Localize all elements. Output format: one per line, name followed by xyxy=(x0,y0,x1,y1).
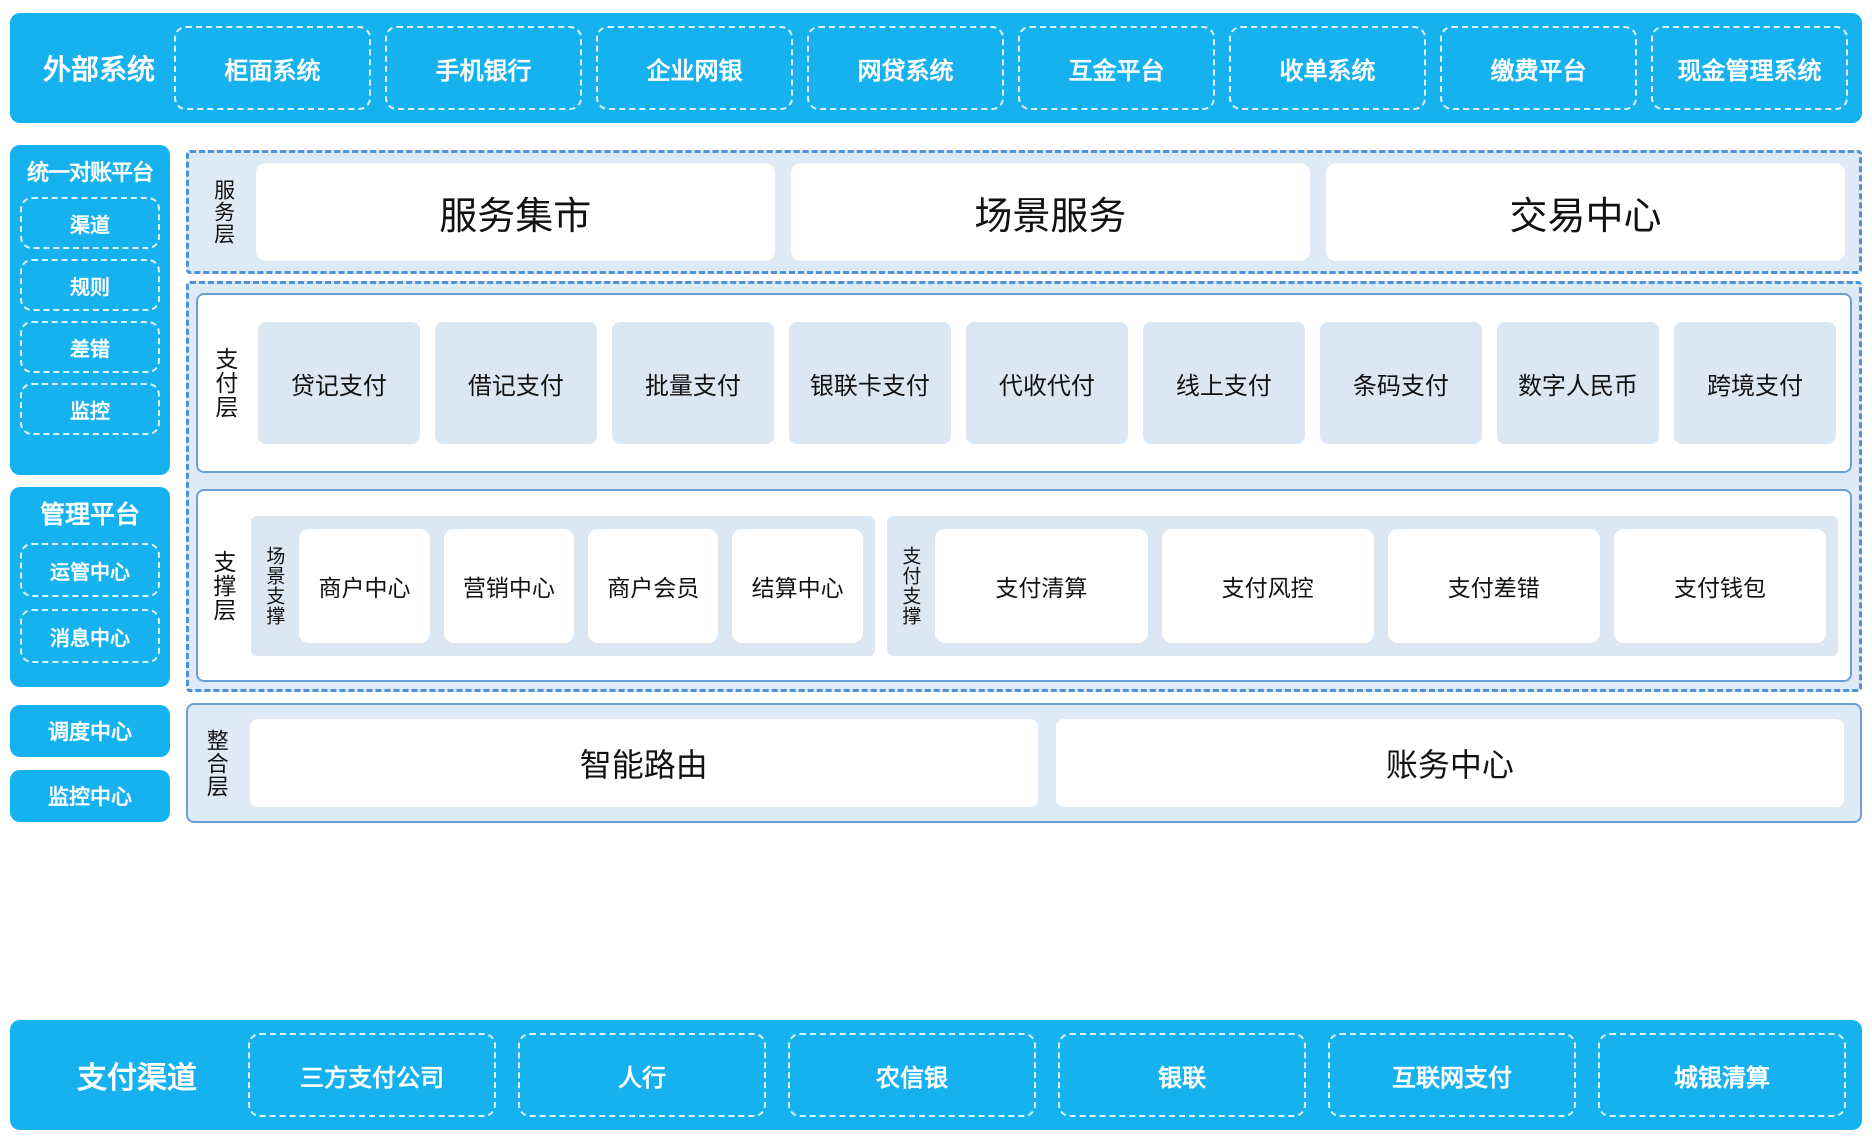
recon-platform-item-rule[interactable]: 规则 xyxy=(20,259,160,311)
dispatch-center-label: 调度中心 xyxy=(48,721,132,744)
service-card-scene[interactable]: 场景服务 xyxy=(790,163,1310,261)
manage-platform-panel: 管理平台 运管中心 消息中心 xyxy=(10,487,170,687)
external-system-chip-1[interactable]: 柜面系统 xyxy=(174,26,371,110)
service-card-market[interactable]: 服务集市 xyxy=(255,163,775,261)
payment-channels-title: 支付渠道 xyxy=(77,1062,197,1095)
support-card-merchant-center[interactable]: 商户中心 xyxy=(299,528,430,643)
recon-platform-title: 统一对账平台 xyxy=(26,160,154,185)
monitor-center-button[interactable]: 监控中心 xyxy=(10,770,170,822)
support-layer-label: 支撑层 xyxy=(209,549,236,622)
recon-platform-item-channel[interactable]: 渠道 xyxy=(20,197,160,249)
support-card-payment-wallet[interactable]: 支付钱包 xyxy=(1613,528,1827,643)
support-card-payment-error[interactable]: 支付差错 xyxy=(1387,528,1600,643)
external-system-chip-7[interactable]: 缴费平台 xyxy=(1440,26,1637,110)
external-system-chip-8[interactable]: 现金管理系统 xyxy=(1651,26,1848,110)
external-systems-title: 外部系统 xyxy=(42,54,155,85)
payment-channels-chip-list: 三方支付公司 人行 农信银 银联 互联网支付 城银清算 xyxy=(248,1033,1846,1117)
payment-channel-chip-6[interactable]: 城银清算 xyxy=(1598,1033,1846,1117)
external-system-chip-3[interactable]: 企业网银 xyxy=(596,26,793,110)
payment-card-cross-border[interactable]: 跨境支付 xyxy=(1673,322,1836,444)
support-card-payment-clearing[interactable]: 支付清算 xyxy=(935,528,1148,643)
dispatch-center-button[interactable]: 调度中心 xyxy=(10,705,170,757)
support-card-settlement-center[interactable]: 结算中心 xyxy=(732,528,863,643)
payment-layer-panel: 支付层 贷记支付 借记支付 批量支付 银联卡支付 代收代付 线上支付 条码支付 … xyxy=(196,293,1852,473)
scene-support-label: 场景支撑 xyxy=(263,545,285,626)
manage-platform-item-ops-center[interactable]: 运管中心 xyxy=(20,543,160,597)
support-card-marketing-center[interactable]: 营销中心 xyxy=(443,528,575,643)
monitor-center-label: 监控中心 xyxy=(48,786,132,809)
payment-channel-chip-2[interactable]: 人行 xyxy=(518,1033,766,1117)
external-systems-band: 外部系统 柜面系统 手机银行 企业网银 网贷系统 互金平台 收单系统 缴费平台 … xyxy=(10,13,1862,123)
service-layer-group: 服务层 服务集市 场景服务 交易中心 xyxy=(186,150,1862,274)
support-card-merchant-member[interactable]: 商户会员 xyxy=(588,528,719,643)
service-card-transaction[interactable]: 交易中心 xyxy=(1325,163,1845,261)
payment-card-barcode[interactable]: 条码支付 xyxy=(1319,322,1482,444)
payment-channel-chip-4[interactable]: 银联 xyxy=(1058,1033,1306,1117)
integration-card-smart-routing[interactable]: 智能路由 xyxy=(249,719,1038,807)
recon-platform-item-error[interactable]: 差错 xyxy=(20,321,160,373)
payment-channel-chip-3[interactable]: 农信银 xyxy=(788,1033,1036,1117)
payment-card-batch[interactable]: 批量支付 xyxy=(611,322,774,444)
payment-card-credit[interactable]: 贷记支付 xyxy=(257,322,420,444)
integration-layer-panel: 整合层 智能路由 账务中心 xyxy=(186,703,1862,823)
manage-platform-item-message-center[interactable]: 消息中心 xyxy=(20,609,160,663)
external-system-chip-2[interactable]: 手机银行 xyxy=(385,26,582,110)
payment-card-collect-pay[interactable]: 代收代付 xyxy=(965,322,1128,444)
payment-card-debit[interactable]: 借记支付 xyxy=(434,322,597,444)
scene-support-group: 场景支撑 商户中心 营销中心 商户会员 结算中心 xyxy=(250,515,875,656)
integration-layer-label: 整合层 xyxy=(203,728,229,798)
payment-card-online[interactable]: 线上支付 xyxy=(1142,322,1305,444)
payment-support-label: 支付支撑 xyxy=(899,545,921,626)
service-layer-label: 服务层 xyxy=(211,179,235,245)
recon-platform-item-monitor[interactable]: 监控 xyxy=(20,383,160,435)
payment-card-digital-rmb[interactable]: 数字人民币 xyxy=(1496,322,1659,444)
external-system-chip-5[interactable]: 互金平台 xyxy=(1018,26,1215,110)
external-system-chip-6[interactable]: 收单系统 xyxy=(1229,26,1426,110)
integration-card-accounting-center[interactable]: 账务中心 xyxy=(1055,719,1844,807)
support-card-payment-riskcontrol[interactable]: 支付风控 xyxy=(1161,528,1374,643)
payment-layer-label: 支付层 xyxy=(211,347,238,419)
manage-platform-title: 管理平台 xyxy=(39,501,140,529)
payment-channel-chip-5[interactable]: 互联网支付 xyxy=(1328,1033,1576,1117)
recon-platform-panel: 统一对账平台 渠道 规则 差错 监控 xyxy=(10,145,170,475)
payment-channel-chip-1[interactable]: 三方支付公司 xyxy=(248,1033,496,1117)
payment-channels-band: 支付渠道 三方支付公司 人行 农信银 银联 互联网支付 城银清算 xyxy=(10,1020,1862,1130)
payment-card-unionpay[interactable]: 银联卡支付 xyxy=(788,322,951,444)
external-systems-chip-list: 柜面系统 手机银行 企业网银 网贷系统 互金平台 收单系统 缴费平台 现金管理系… xyxy=(174,26,1848,110)
support-layer-panel: 支撑层 场景支撑 商户中心 营销中心 商户会员 结算中心 支付支撑 支付清算 支… xyxy=(196,489,1852,682)
external-system-chip-4[interactable]: 网贷系统 xyxy=(807,26,1004,110)
payment-support-group: 支付支撑 支付清算 支付风控 支付差错 支付钱包 xyxy=(886,515,1838,656)
